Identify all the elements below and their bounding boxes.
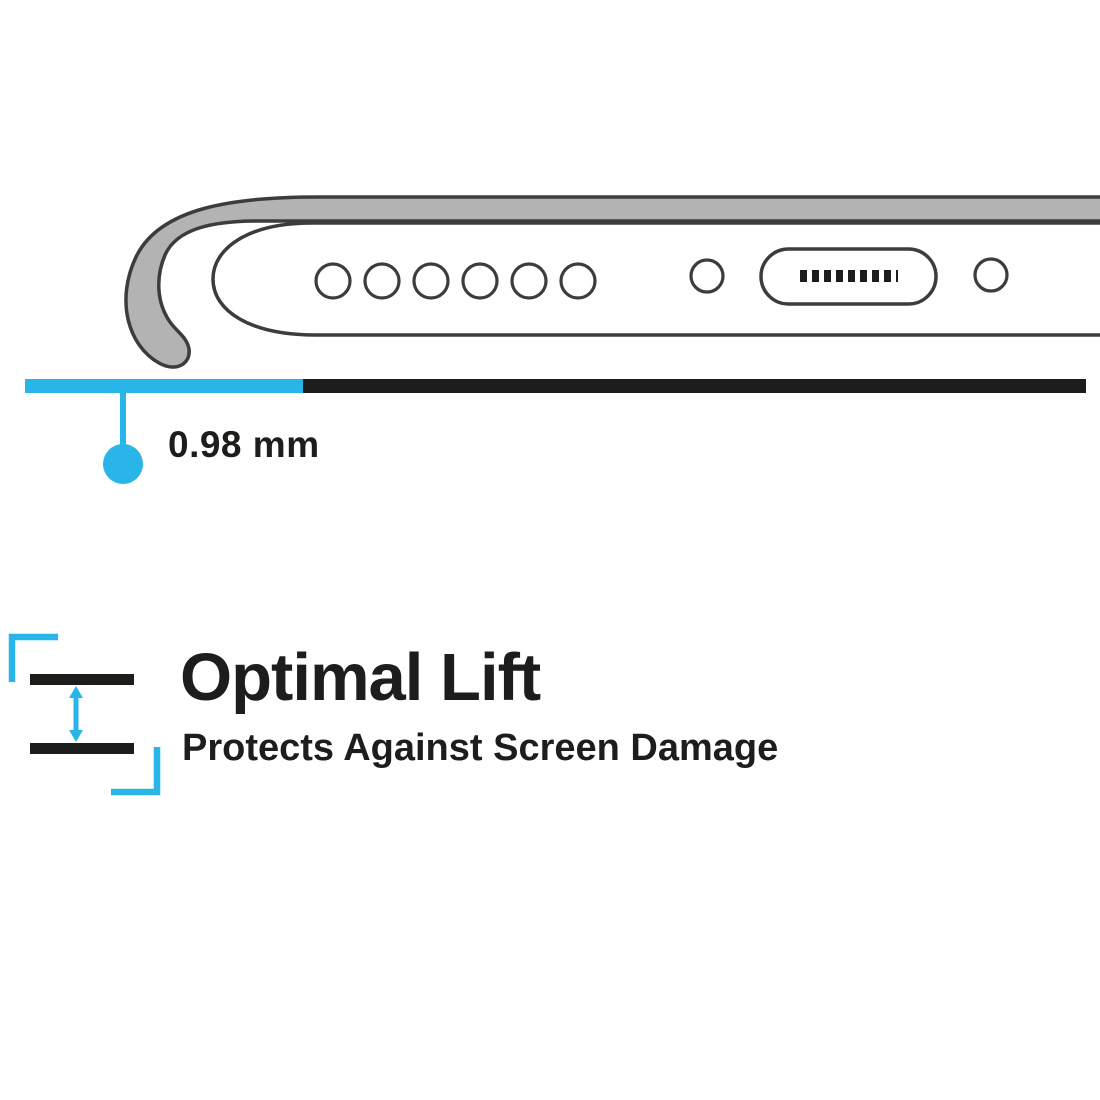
lip-height-bar-dark bbox=[303, 379, 1086, 393]
speaker-hole bbox=[412, 262, 450, 300]
charging-port bbox=[759, 247, 938, 306]
lip-height-bar-accent bbox=[25, 379, 303, 393]
lip-thickness-value: 0.98 mm bbox=[168, 424, 320, 465]
screw-hole bbox=[973, 257, 1009, 293]
measurement-pointer-line bbox=[120, 392, 126, 448]
measurement-pointer-dot bbox=[103, 444, 143, 484]
speaker-hole bbox=[559, 262, 597, 300]
arrow-up-down-icon bbox=[69, 686, 83, 742]
speaker-hole bbox=[510, 262, 548, 300]
feature-subtitle: Protects Against Screen Damage bbox=[182, 727, 779, 769]
bracket-top-left-icon bbox=[8, 633, 58, 682]
phone-case-bottom-illustration bbox=[25, 195, 1100, 484]
speaker-hole bbox=[314, 262, 352, 300]
bracket-bottom-right-icon bbox=[111, 747, 161, 796]
case-lip-shape bbox=[124, 195, 1100, 369]
screen-surface-bar-top bbox=[30, 674, 134, 685]
speaker-hole bbox=[461, 262, 499, 300]
lift-gap-icon bbox=[8, 633, 161, 796]
screen-surface-bar-bottom bbox=[30, 743, 134, 754]
feature-title: Optimal Lift bbox=[180, 640, 541, 715]
speaker-holes bbox=[314, 262, 597, 300]
microphone-hole bbox=[689, 258, 725, 294]
speaker-hole bbox=[363, 262, 401, 300]
